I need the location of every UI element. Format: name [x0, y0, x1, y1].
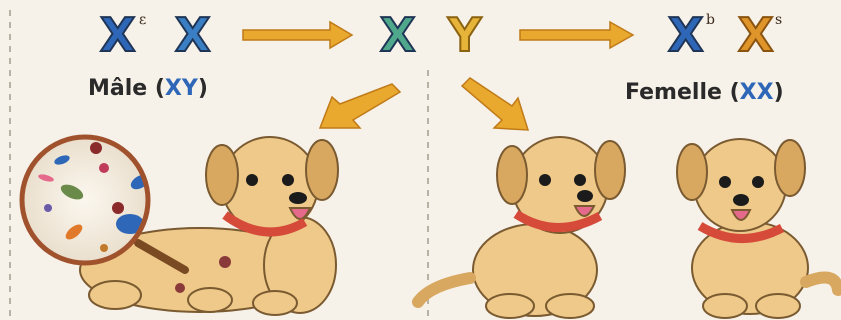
chromosome-x-icon: X — [99, 8, 136, 62]
arrow-icon — [460, 77, 530, 131]
chromosome-x-icon: X — [379, 8, 416, 62]
chromosome-mark: b — [706, 12, 715, 28]
chromosome-mark: ε — [139, 12, 147, 28]
male-dog-illustration — [79, 136, 339, 316]
chromosome-x-icon: X — [667, 8, 704, 62]
middle-dog-illustration — [412, 136, 626, 319]
chromosome-x-icon: X — [737, 8, 774, 62]
magnifier-icon — [19, 134, 189, 274]
male-label: Mâle (XY) — [88, 76, 208, 101]
female-label: Femelle (XX) — [625, 80, 784, 105]
female-dog-illustration — [676, 138, 841, 319]
chromosome-x-icon: X — [174, 8, 211, 62]
arrow-icon — [242, 20, 354, 50]
arrow-icon — [318, 83, 402, 129]
arrow-icon — [519, 20, 635, 50]
chromosome-mark: s — [775, 12, 783, 28]
chromosome-y-icon: Y — [447, 8, 482, 62]
